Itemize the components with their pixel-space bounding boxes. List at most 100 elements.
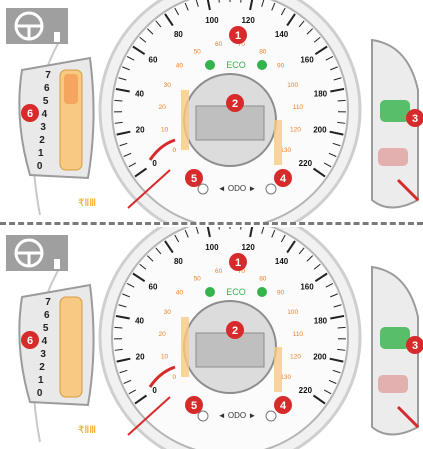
speed-tick — [280, 7, 286, 16]
speed-tick — [313, 263, 321, 270]
speed-inner-label: 130 — [280, 374, 291, 381]
speed-inner-label: 100 — [287, 82, 298, 89]
speed-tick — [325, 282, 334, 288]
speed-tick — [328, 152, 337, 157]
speed-inner-label: 60 — [215, 41, 223, 48]
speed-inner-label: 50 — [194, 275, 202, 282]
speed-tick — [298, 247, 305, 255]
speed-inner-label: 90 — [277, 290, 285, 297]
speed-tick — [126, 55, 135, 61]
speed-tick — [337, 348, 346, 351]
odo-label: ◄ ODO ► — [218, 411, 257, 420]
right-trip-button[interactable] — [265, 410, 277, 422]
svg-text:5: 5 — [191, 400, 197, 412]
speed-tick — [119, 142, 128, 147]
speed-outer-label: 120 — [241, 16, 255, 25]
speed-tick — [174, 7, 180, 16]
callout-5: 5 — [185, 396, 203, 414]
callout-6: 6 — [21, 104, 39, 122]
speed-tick — [330, 293, 338, 298]
svg-text:1: 1 — [235, 30, 241, 42]
speed-outer-label: 100 — [205, 243, 219, 252]
speed-tick — [146, 255, 154, 262]
speed-tick — [114, 348, 123, 351]
speed-tick — [330, 66, 338, 71]
speed-tick — [329, 130, 344, 136]
center-eco-label: ECO — [226, 60, 246, 70]
speed-outer-label: 140 — [275, 257, 289, 266]
speed-inner-label: 60 — [215, 268, 223, 275]
callout-4: 4 — [274, 169, 292, 187]
tach-number: 4 — [42, 109, 48, 120]
callout-2: 2 — [226, 321, 244, 339]
speed-tick — [146, 28, 154, 35]
speed-tick — [164, 13, 174, 27]
speed-inner-label: 30 — [164, 82, 172, 89]
speed-inner-label: 110 — [293, 104, 304, 111]
speed-tick — [126, 282, 135, 288]
tach-number: 2 — [39, 362, 45, 373]
svg-text:2: 2 — [232, 98, 238, 110]
speed-tick — [134, 167, 148, 178]
speed-tick — [325, 55, 334, 61]
callout-1: 1 — [229, 253, 247, 271]
tach-number: 6 — [44, 83, 50, 94]
speed-tick — [323, 389, 332, 395]
speed-tick — [122, 66, 130, 71]
left-trip-button[interactable] — [197, 183, 209, 195]
speed-tick — [139, 263, 147, 270]
speed-outer-label: 160 — [300, 283, 314, 292]
speed-tick-marks — [114, 227, 346, 405]
speed-tick — [298, 20, 305, 28]
speed-tick — [249, 227, 254, 238]
speed-tick — [306, 28, 314, 35]
speed-tick — [323, 162, 332, 168]
speed-tick — [271, 2, 276, 11]
green-lamp-left — [205, 287, 215, 297]
tach-number: 4 — [42, 336, 48, 347]
left-trip-button[interactable] — [197, 410, 209, 422]
speed-tick — [116, 357, 131, 363]
speed-tick — [249, 0, 254, 11]
speed-tick — [114, 121, 123, 124]
speed-inner-label: 30 — [164, 309, 172, 316]
speed-outer-label: 80 — [174, 257, 183, 266]
speed-outer-label: 60 — [149, 283, 158, 292]
callout-5: 5 — [185, 169, 203, 187]
speed-outer-label: 200 — [313, 353, 327, 362]
speed-tick — [286, 240, 296, 254]
svg-text:6: 6 — [27, 108, 33, 120]
speed-tick — [313, 36, 321, 43]
speed-tick — [155, 247, 162, 255]
right-trip-button[interactable] — [265, 183, 277, 195]
speed-inner-label: 80 — [259, 48, 267, 55]
speed-outer-label: 60 — [149, 56, 158, 65]
steering-wheel-icon — [6, 8, 68, 44]
speed-tick — [132, 272, 146, 283]
speed-tick — [195, 227, 199, 234]
speed-inner-label: 10 — [161, 126, 169, 133]
center-eco-label: ECO — [226, 287, 246, 297]
speed-inner-label: 90 — [277, 63, 285, 70]
tach-number: 0 — [37, 388, 43, 399]
speed-inner-label: 50 — [194, 48, 202, 55]
speed-outer-label: 40 — [135, 316, 144, 325]
green-lamp-left — [205, 60, 215, 70]
left-warning-lamps: ₹ⅡⅢ — [78, 198, 96, 209]
speed-tick — [116, 130, 131, 136]
speed-tick — [218, 227, 220, 230]
callout-2: 2 — [226, 94, 244, 112]
tach-number: 3 — [40, 122, 46, 133]
speed-tick — [115, 87, 130, 93]
speed-inner-label: 40 — [176, 290, 184, 297]
tach-number: 0 — [37, 161, 43, 172]
speed-inner-label: 80 — [259, 275, 267, 282]
speed-outer-label: 180 — [314, 89, 328, 98]
speed-tick — [155, 20, 162, 28]
